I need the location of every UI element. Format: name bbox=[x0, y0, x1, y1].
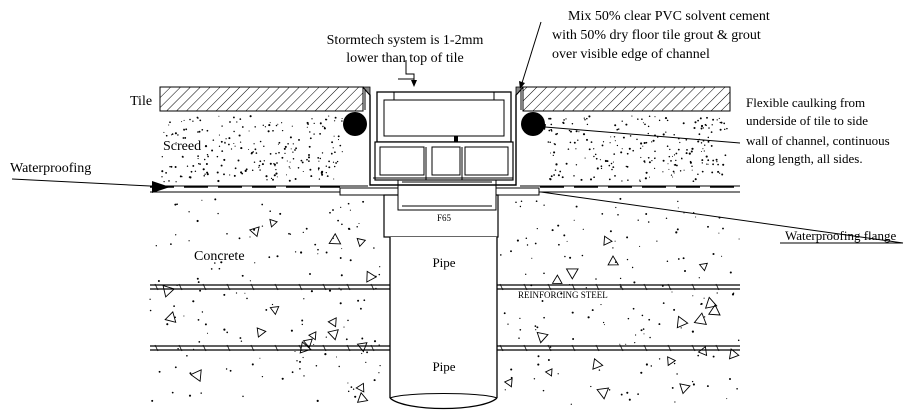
caulking-beads bbox=[343, 112, 545, 136]
label-mix-3: over visible edge of channel bbox=[552, 47, 710, 62]
label-caulk-4: along length, all sides. bbox=[746, 151, 863, 166]
screed-layer bbox=[150, 115, 740, 187]
label-stormtech-2: lower than top of tile bbox=[346, 51, 463, 66]
label-mix-1: Mix 50% clear PVC solvent cement bbox=[568, 9, 770, 24]
drain-channel bbox=[362, 86, 524, 186]
annotations: Stormtech system is 1-2mm lower than top… bbox=[10, 9, 896, 374]
label-caulk-2: underside of tile to side bbox=[746, 113, 868, 128]
label-concrete: Concrete bbox=[194, 249, 245, 264]
caulk-bead-right bbox=[521, 112, 545, 136]
concrete-slab bbox=[149, 197, 740, 405]
screed-texture-left bbox=[161, 115, 343, 183]
pipe bbox=[389, 237, 498, 410]
outlet-body bbox=[383, 177, 499, 238]
caulk-bead-left bbox=[343, 112, 367, 136]
label-screed: Screed bbox=[163, 139, 201, 154]
label-stormtech-1: Stormtech system is 1-2mm bbox=[327, 33, 484, 48]
label-mix-2: with 50% dry floor tile grout & grout bbox=[552, 28, 761, 43]
rebar-ribs bbox=[154, 283, 720, 352]
leader-lines bbox=[11, 21, 904, 244]
label-caulk-3: wall of channel, continuous bbox=[746, 133, 890, 148]
label-pipe-lower: Pipe bbox=[432, 359, 455, 374]
label-reinforcing-steel: REINFORCING STEEL bbox=[518, 290, 608, 300]
label-outlet: F65 bbox=[437, 213, 452, 223]
label-waterproofing: Waterproofing bbox=[10, 161, 91, 176]
label-waterproofing-flange: Waterproofing flange bbox=[785, 228, 896, 243]
tile-layer bbox=[159, 86, 731, 112]
label-caulk-1: Flexible caulking from bbox=[746, 95, 865, 110]
reinforcing-steel bbox=[150, 283, 740, 352]
concrete-texture bbox=[149, 197, 740, 405]
screed-texture-right bbox=[547, 115, 728, 183]
label-pipe-upper: Pipe bbox=[432, 255, 455, 270]
label-tile: Tile bbox=[130, 94, 152, 109]
